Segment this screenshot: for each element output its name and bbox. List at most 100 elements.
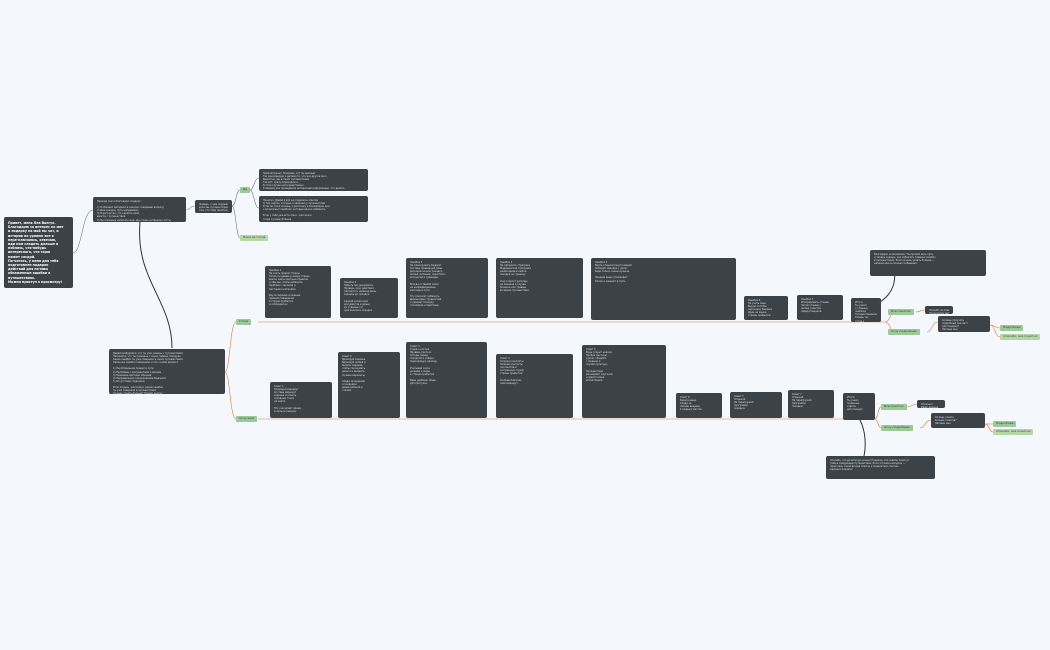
bottom-done-tag[interactable]: Спасибо, всё понятно	[993, 429, 1034, 435]
top3-line: расходов на всю поездку:	[410, 270, 443, 274]
start-line: интересного, что тарю	[8, 250, 51, 255]
bottom-thanks-node[interactable]: Отлично!Идём дальше	[917, 400, 945, 408]
no-note-line: тогда я узнаю больше	[263, 217, 292, 221]
top1-line: важно знать местные правила	[269, 278, 308, 282]
bot4-line: экстренных служб	[500, 369, 524, 373]
bot2-line: авиакомпаний и	[342, 385, 363, 389]
top2-line: паспорта и наличие визы	[344, 290, 377, 294]
bot1-line: заранее и отметь	[274, 394, 297, 398]
answer-yes-tag[interactable]: Да	[240, 187, 251, 193]
start-line: и подарку на мой пы чат, и	[8, 229, 59, 234]
bot5-line: расширяют кругозор	[586, 372, 613, 376]
bot1-line: Составь маршрут	[274, 391, 297, 395]
top-end-line: Теперь ты	[855, 316, 868, 320]
bot7-line: программу	[792, 402, 806, 406]
top2-line: оригиналов в поездке	[344, 308, 373, 312]
bot-end-line: Ты узнал	[847, 399, 859, 403]
about-node[interactable]: Давай разберёмся, что ты уже знаешь о пу…	[109, 349, 225, 394]
bot3-line: Учитывай сезон	[410, 366, 430, 370]
branch-more-tag[interactable]: Хочу ещё	[236, 416, 257, 422]
top-end-line: путешественников	[855, 313, 877, 317]
top-more-tag[interactable]: Подробнее	[1000, 325, 1024, 331]
answer-no-tag[interactable]: Пока не готов	[240, 235, 269, 241]
top5-line: багаж и мешают в пути.	[595, 279, 626, 283]
top1-line: в стране прибытия	[269, 299, 294, 303]
bottom-more-tag[interactable]: Подробнее	[993, 421, 1017, 427]
top-small-line: подробный чек-лист	[942, 322, 968, 326]
bot6-line: своими вещами	[680, 405, 700, 409]
top2-line: Ошибка 2	[344, 281, 357, 284]
top-farewell-node[interactable]: Благодарю за внимание! Ты прошёл весь пу…	[870, 250, 986, 276]
bot2-line: Совет 2	[342, 355, 352, 358]
top-far-line: и теперь знаешь, как избежать главных ош…	[874, 256, 936, 260]
bottom-answer-details-tag[interactable]: Хочу подробнее	[881, 425, 913, 431]
top-end-line: ошибках	[855, 310, 867, 314]
branch-ready-tag[interactable]: Готов	[236, 319, 252, 325]
top7-line: перед поездкой.	[801, 310, 823, 314]
top1-line: Изучи заранее основные	[269, 293, 301, 297]
start-line: действий для по-ммы	[8, 267, 49, 272]
top-thanks-node[interactable]: Спасибо за ответ!Продолжим дальше	[925, 306, 953, 314]
about-line: Если хочешь - расскажи, какие ошибки	[113, 386, 163, 390]
top4-line: Не оформить страховку	[500, 264, 531, 268]
bot2-line: чтобы сэкономить	[342, 367, 366, 371]
start-line: поблизь, что-нибудь	[8, 246, 47, 251]
question-node[interactable]: Знаешь, о чем подумать,если мы путешеств…	[195, 200, 232, 213]
top-answer-details-tag[interactable]: Хочу подробнее	[888, 329, 920, 335]
start-line: Привет, меня Лев Валгук.	[8, 221, 56, 225]
bot4-line: Сообщи близким	[500, 378, 522, 382]
intro-line: 4) Ты сможешь написать мне, мне очень ин…	[97, 218, 171, 222]
top-end-line: о главных	[855, 307, 868, 311]
top-done-tag[interactable]: Спасибо, всё понятно	[1000, 334, 1041, 340]
bot3-line: в стране прибытия.	[410, 372, 435, 376]
about-line: Напишите, что ты помнишь о своих первых …	[113, 355, 181, 359]
no-note-line: Понятно. Давай я всё же поделюсь опытом	[263, 199, 319, 202]
intro-message-node[interactable]: Прежде чем я благодарю подарок: 1) Я обн…	[93, 197, 186, 222]
top-small-line: Напиши мне	[942, 328, 958, 332]
q1-line: если мы путешествуем с	[199, 206, 228, 210]
bot-mid-line: Идём дальше	[921, 406, 939, 408]
top4-line: Ошибка 4	[500, 261, 513, 264]
intro-line: 1) Я обновил материал в каждой, совершаю…	[97, 206, 164, 210]
top1-line: Не знать правил страны	[269, 272, 300, 276]
start-line: Можно приступ к просмотру!	[8, 279, 63, 284]
bottom-farewell-node[interactable]: Спасибо, что дочитал до конца! Надеюсь, …	[826, 456, 935, 479]
bottom-answer-understood-tag[interactable]: Всё понятно	[881, 404, 907, 410]
about-line: 1) Несоблюдение правил в пути	[113, 367, 154, 371]
start-message-node[interactable]: Привет, меня Лев Валгук. Благодарю за ин…	[4, 217, 73, 288]
bot1-line: основные точки	[274, 397, 295, 401]
no-note-line: о возможных ошибках, которые важно избеж…	[263, 208, 326, 212]
bot5-line: Совет 5	[586, 348, 596, 351]
top1-line: и соблюдай их	[269, 303, 288, 307]
start-line: путешествиях.	[8, 275, 36, 280]
about-line: Какие ошибки ты уже совершал в своих пут…	[113, 358, 183, 362]
bot-end-line: полезные	[847, 402, 860, 406]
top-answer-understood-tag[interactable]: Всё понятно	[888, 309, 914, 315]
bot2-line: Следи за акциями	[342, 379, 366, 383]
bot-mid-line: Отлично!	[921, 403, 933, 406]
top3-line: экскурсии и сувениры.	[410, 276, 439, 280]
top7-line: Читай отзывы о	[801, 304, 821, 308]
bot3-line: Проверь прогноз	[410, 351, 432, 355]
